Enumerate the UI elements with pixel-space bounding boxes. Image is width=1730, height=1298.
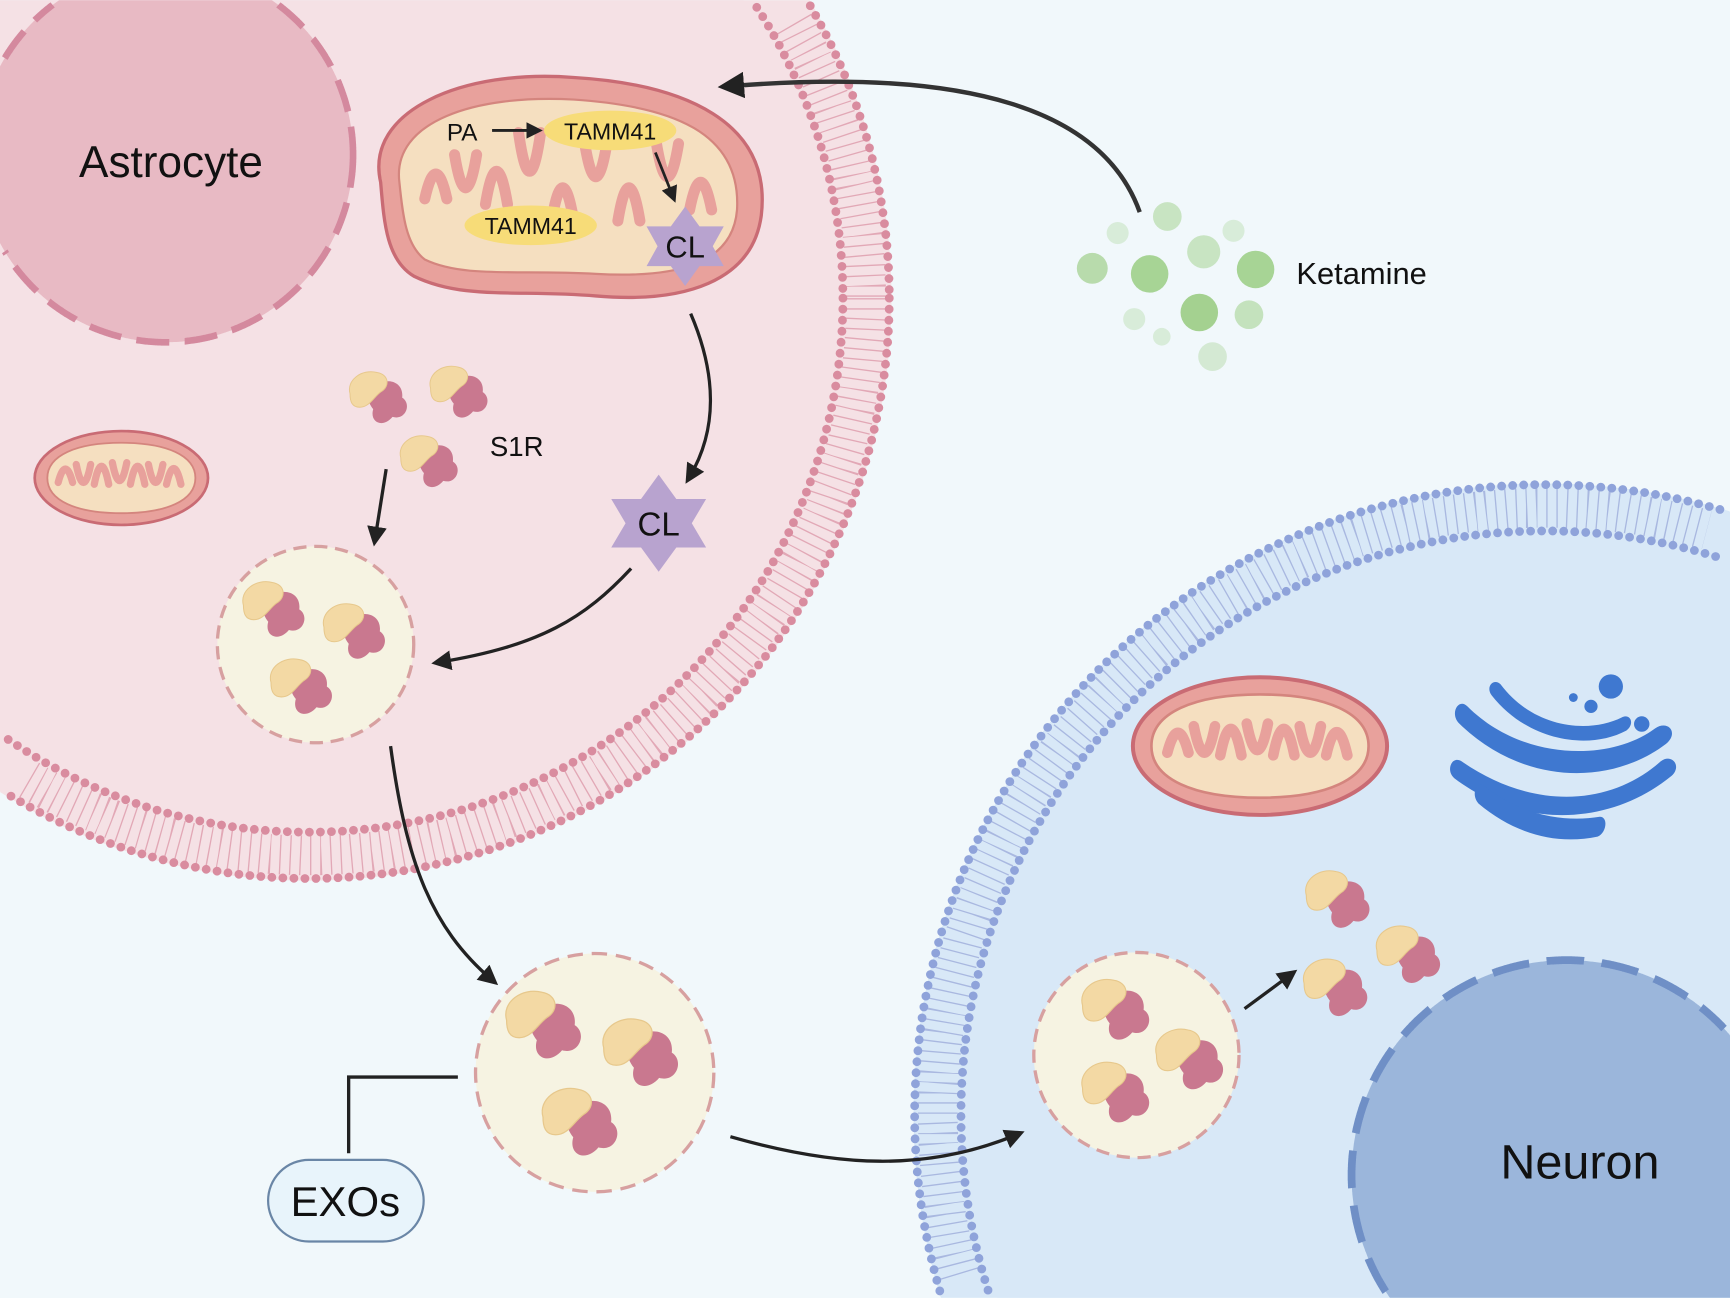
neuron-mitochondrion — [1133, 677, 1387, 815]
exos-callout-line — [346, 1075, 458, 1154]
cl-to-vesicle-arrow — [431, 567, 633, 671]
exos-label-box — [267, 1158, 425, 1243]
tamm41-top — [543, 110, 677, 151]
tamm41-bottom — [464, 205, 597, 246]
exos-label: EXOs — [291, 1178, 400, 1225]
exosome — [473, 951, 716, 1194]
neuron-nucleus — [1351, 960, 1730, 1298]
neuron-membrane-lipids — [917, 487, 1712, 1281]
cardiolipin-cytosol — [611, 474, 707, 572]
tamm41-top-label: TAMM41 — [564, 118, 656, 144]
tamm41-to-cl-arrow — [654, 151, 678, 203]
ketamine-molecules — [1076, 202, 1275, 371]
cl-mito-label: CL — [665, 229, 704, 264]
ketamine-label: Ketamine — [1296, 256, 1426, 291]
cl-export-arrow — [685, 312, 713, 484]
exosome-to-neuron-arrow — [729, 1129, 1025, 1163]
astrocyte-membrane-outer-heads — [1, 1, 894, 883]
astrocyte-label: Astrocyte — [79, 138, 263, 187]
exosome-release-arrow — [388, 745, 499, 986]
neuron-membrane-inner-heads — [956, 526, 1728, 1295]
neuron-label: Neuron — [1500, 1136, 1659, 1190]
cardiolipin-mito — [646, 206, 724, 287]
s1r-label: S1R — [490, 431, 544, 462]
neuron-nucleus-envelope — [1347, 956, 1727, 1294]
ketamine-to-mitochondrion-arrow — [717, 71, 1142, 213]
astrocyte-nucleus-envelope — [1, 2, 357, 346]
golgi-apparatus — [1450, 674, 1677, 840]
neuron-membrane-outer-heads — [910, 480, 1729, 1296]
astrocyte-nucleus — [0, 0, 354, 343]
tamm41-bottom-label: TAMM41 — [485, 213, 577, 239]
astrocyte-membrane-inner-heads — [2, 2, 848, 837]
cl-cytosol-label: CL — [638, 506, 680, 543]
pa-label: PA — [447, 119, 478, 146]
s1r-to-vesicle-arrow — [367, 468, 388, 547]
s1r-release-arrow — [1243, 969, 1298, 1011]
astrocyte-mitochondrion-small — [35, 431, 208, 525]
